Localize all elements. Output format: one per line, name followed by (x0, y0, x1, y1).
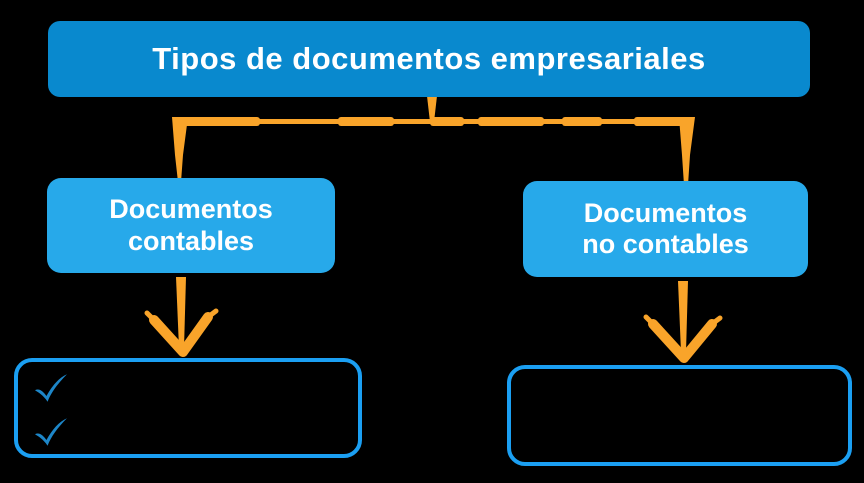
branch-label-line: contables (127, 225, 255, 256)
tree-connector (172, 96, 695, 185)
check-icon (32, 416, 70, 448)
arrow-down-right-icon (643, 281, 723, 363)
check-icon (32, 372, 70, 404)
title-box: Tipos de documentos empresariales (48, 21, 810, 97)
diagram-title: Tipos de documentos empresariales (152, 41, 706, 76)
branch-box-contables: Documentos contables (47, 178, 335, 273)
arrow-down-left-icon (144, 277, 219, 357)
branch-label-line: Documentos (109, 194, 273, 225)
detail-box-contables (14, 358, 362, 458)
branch-box-no-contables: Documentos no contables (523, 181, 808, 277)
branch-label-line: Documentos (583, 197, 748, 228)
branch-label-line: no contables (582, 229, 749, 259)
detail-box-no-contables (507, 365, 852, 466)
